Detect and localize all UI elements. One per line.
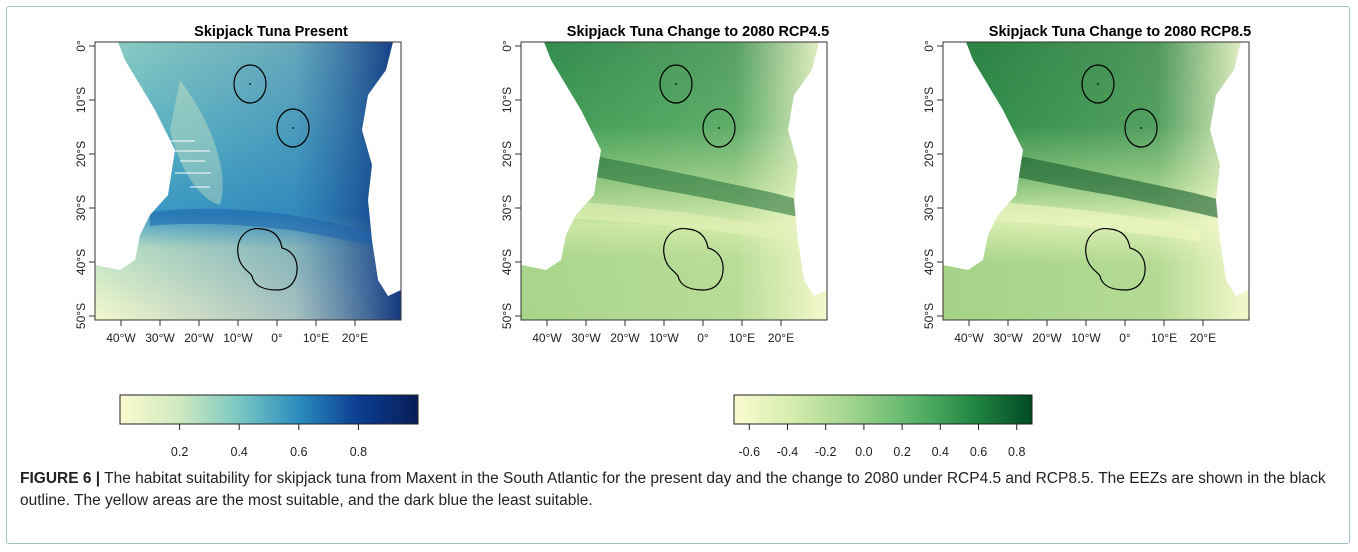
y-tick-label: 20°S [74,141,88,167]
colorbar-tick-label: -0.6 [739,445,761,459]
x-tick-label: 0° [697,331,709,345]
map-frame [94,41,402,321]
x-tick-label: 10°E [303,331,329,345]
colorbar-change: -0.6 -0.4 -0.2 0.0 0.2 0.4 0.6 0.8 [733,394,1033,459]
x-tick-label: 20°W [184,331,214,345]
x-tick-label: 0° [1119,331,1131,345]
y-tick-label: 40°S [500,249,514,275]
x-tick-label: 10°W [649,331,679,345]
y-tick-label: 40°S [74,249,88,275]
land-africa [788,42,827,296]
y-tick-label: 10°S [74,87,88,113]
eez-outlines [1081,64,1158,291]
x-tick-label: 10°E [729,331,755,345]
x-axis: 40°W 30°W 20°W 10°W 0° 10°E 20°E [954,320,1216,345]
land-africa [362,42,401,296]
x-tick-label: 10°E [1151,331,1177,345]
x-tick-label: 40°W [106,331,136,345]
caption-label: FIGURE 6 | [20,470,101,487]
eez-outlines [659,64,736,291]
x-tick-label: 30°W [993,331,1023,345]
x-tick-label: 20°W [1032,331,1062,345]
colorbar-tick-label: 0.0 [855,445,872,459]
colorbar-tick-label: 0.4 [231,445,248,459]
x-tick-label: 40°W [532,331,562,345]
y-axis: 0° 10°S 20°S 30°S 40°S 50°S [500,40,521,329]
colorbar-ramp [119,394,419,425]
x-axis: 40°W 30°W 20°W 10°W 0° 10°E 20°E [106,320,368,345]
figure-canvas: Skipjack Tuna Present [74,24,1251,459]
x-tick-label: 30°W [145,331,175,345]
y-tick-label: 0° [74,40,88,52]
land-south-america [95,42,175,270]
x-tick-label: 20°E [342,331,368,345]
y-axis: 0° 10°S 20°S 30°S 40°S 50°S [74,40,95,329]
colorbar-tick-label: 0.6 [970,445,987,459]
y-axis: 0° 10°S 20°S 30°S 40°S 50°S [922,40,943,329]
map-panel-present: Skipjack Tuna Present [74,24,402,345]
map-frame [520,41,828,321]
colorbar-tick-label: 0.2 [893,445,910,459]
y-tick-label: 20°S [500,141,514,167]
panel-title: Skipjack Tuna Present [194,24,348,40]
y-tick-label: 10°S [922,87,936,113]
x-tick-label: 0° [271,331,283,345]
y-tick-label: 30°S [922,195,936,221]
colorbar-present: 0.2 0.4 0.6 0.8 [119,394,419,459]
y-tick-label: 0° [500,40,514,52]
y-tick-label: 50°S [74,303,88,329]
map-frame [942,41,1250,321]
x-tick-label: 30°W [571,331,601,345]
x-tick-label: 20°W [610,331,640,345]
map-panel-rcp85: Skipjack Tuna Change to 2080 RCP8.5 0° 10… [922,24,1251,345]
colorbar-tick-label: -0.4 [777,445,799,459]
eez-outlines [233,64,310,291]
y-tick-label: 50°S [500,303,514,329]
colorbar-ramp [733,394,1033,425]
x-tick-label: 10°W [223,331,253,345]
colorbar-tick-label: 0.6 [290,445,307,459]
y-tick-label: 30°S [500,195,514,221]
y-tick-label: 30°S [74,195,88,221]
y-tick-label: 40°S [922,249,936,275]
land-south-america [943,42,1023,270]
figure-caption: FIGURE 6 | The habitat suitability for s… [20,468,1340,512]
colorbar-tick-label: 0.8 [1008,445,1025,459]
colorbar-tick-label: 0.2 [171,445,188,459]
x-tick-label: 40°W [954,331,984,345]
x-axis: 40°W 30°W 20°W 10°W 0° 10°E 20°E [532,320,794,345]
colorbar-tick-label: 0.4 [932,445,949,459]
colorbar-tick-label: 0.8 [350,445,367,459]
colorbar-tick-label: -0.2 [815,445,837,459]
map-panel-rcp45: Skipjack Tuna Change to 2080 RCP4.5 0° 10… [500,24,829,345]
x-tick-label: 20°E [768,331,794,345]
y-tick-label: 10°S [500,87,514,113]
caption-text: The habitat suitability for skipjack tun… [20,470,1326,509]
x-tick-label: 10°W [1071,331,1101,345]
x-tick-label: 20°E [1190,331,1216,345]
panel-title: Skipjack Tuna Change to 2080 RCP8.5 [989,24,1251,40]
y-tick-label: 20°S [922,141,936,167]
land-south-america [521,42,601,270]
panel-title: Skipjack Tuna Change to 2080 RCP4.5 [567,24,829,40]
y-tick-label: 0° [922,40,936,52]
figure-frame [6,6,1350,544]
y-tick-label: 50°S [922,303,936,329]
land-africa [1210,42,1249,296]
